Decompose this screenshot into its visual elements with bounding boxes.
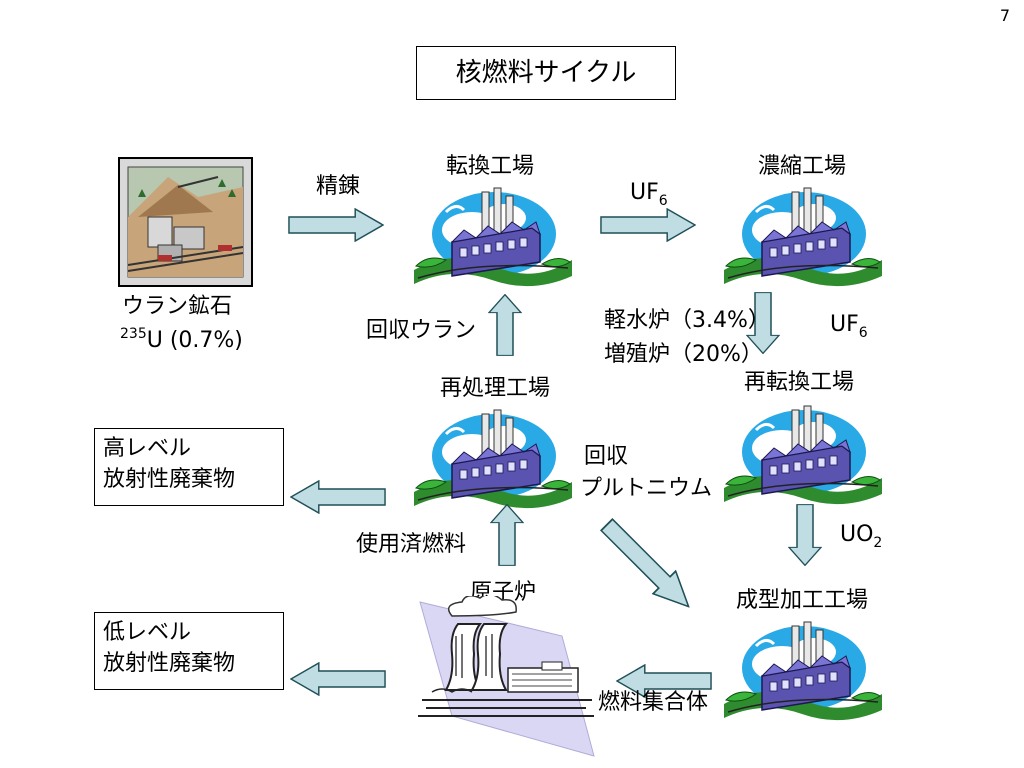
recovered-uranium-label: 回収ウラン [366,318,477,343]
high-level-waste-box: 高レベル 放射性廃棄物 [94,428,284,506]
conversion-factory-icon [412,182,572,292]
fabrication-label: 成型加工工場 [736,588,869,613]
spent-fuel-label: 使用済燃料 [356,532,467,557]
arrow-reconversion-to-fabrication [788,504,822,566]
arrow-reprocessing-to-conversion [488,294,522,356]
enrichment-factory-icon [722,182,882,292]
arrow-plutonium-to-fabrication [594,512,701,619]
page-title: 核燃料サイクル [416,46,676,100]
low-level-waste-box: 低レベル 放射性廃棄物 [94,612,284,690]
reconversion-factory-icon [722,400,882,510]
uo2-sub: 2 [873,535,883,551]
recovered-plutonium-line1: 回収 [584,444,629,469]
reprocessing-factory-icon [412,404,572,514]
uf6-right-sub: 6 [858,325,868,341]
uranium-mine-icon [118,157,253,287]
ore-label: ウラン鉱石 [122,294,233,319]
breeder-label: 増殖炉（20%） [604,342,763,367]
uf6-top-label: UF6 [630,180,668,209]
fuel-assembly-label: 燃料集合体 [598,690,709,715]
conversion-label: 転換工場 [446,154,535,179]
uf6-right-label: UF6 [830,312,868,341]
arrow-conversion-to-enrichment [600,208,696,242]
arrow-reactor-to-reprocessing [490,504,524,566]
isotope-text: U (0.7%) [146,328,243,353]
recovered-plutonium-line2: プルトニウム [580,476,713,501]
arrow-reprocessing-to-high-waste [290,480,386,514]
fabrication-factory-icon [722,616,882,726]
low-waste-line1: 低レベル [103,620,192,645]
arrow-ore-to-conversion [288,208,384,242]
lwr-label: 軽水炉（3.4%） [604,308,770,333]
uo2-label: UO2 [840,522,883,551]
reprocessing-label: 再処理工場 [440,376,551,401]
uf6-top-sub: 6 [658,193,668,209]
reconversion-label: 再転換工場 [744,370,855,395]
uo2-main: UO [840,522,874,547]
low-waste-line2: 放射性廃棄物 [103,651,236,676]
high-waste-line2: 放射性廃棄物 [103,467,236,492]
ore-isotope: 235U (0.7%) [120,326,243,356]
nuclear-reactor-icon [418,596,595,757]
page-number: 7 [999,6,1010,25]
uf6-right-main: UF [830,312,859,337]
isotope-mass: 235 [120,326,147,342]
uf6-top-main: UF [630,180,659,205]
arrow-reactor-to-low-waste [290,662,386,696]
high-waste-line1: 高レベル [103,436,192,461]
refining-label: 精錬 [316,174,361,199]
enrichment-label: 濃縮工場 [758,154,847,179]
